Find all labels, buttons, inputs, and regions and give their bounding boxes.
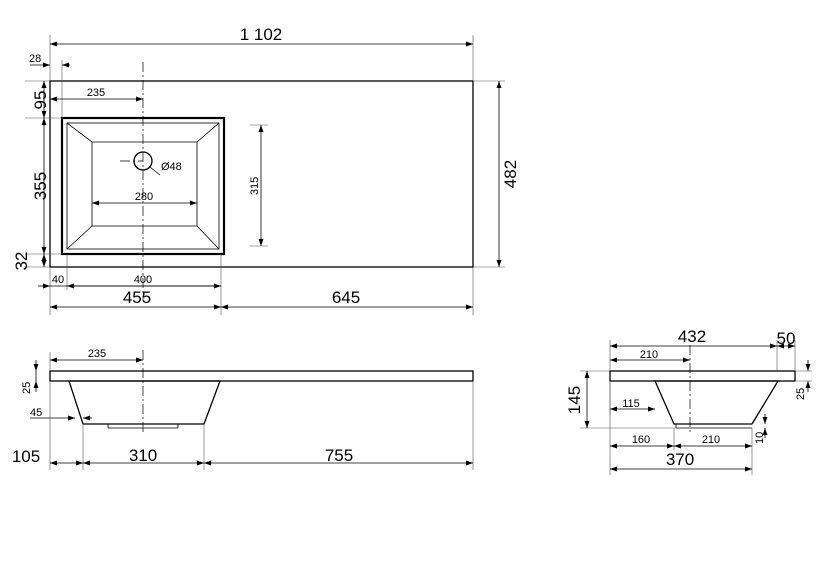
bowl-corner-line — [66, 122, 93, 143]
dim-edge-32: 32 — [12, 252, 31, 271]
dim-center-235-front: 235 — [88, 348, 106, 360]
dim-bowl-355: 355 — [31, 172, 50, 200]
side-view: 432 50 210 145 115 25 160 210 10 — [565, 327, 812, 475]
dim-top-length: 1 102 — [240, 25, 283, 44]
bowl-bottom — [91, 141, 198, 227]
dim-offset-28: 28 — [29, 53, 41, 65]
dim-bowl-400: 400 — [134, 274, 152, 286]
dim-side-25: 25 — [795, 388, 807, 400]
dim-side-145: 145 — [565, 386, 584, 414]
dim-angle-45: 45 — [30, 407, 42, 419]
dim-side-10: 10 — [754, 432, 766, 444]
leader-line — [149, 166, 161, 176]
dim-side-210-top: 210 — [640, 349, 658, 361]
dim-bowl-part-455: 455 — [123, 288, 151, 307]
bowl-corner-line — [196, 225, 220, 250]
dim-shelf-645: 645 — [332, 288, 360, 307]
dim-front-310: 310 — [129, 446, 157, 465]
bowl-corner-line — [66, 225, 93, 250]
dim-front-755: 755 — [325, 446, 353, 465]
countertop-outline — [49, 80, 474, 268]
plan-view: 1 102 28 235 95 355 32 482 Ø48 280 — [12, 25, 520, 315]
front-bowl-profile — [68, 380, 221, 425]
dim-side-210-bottom: 210 — [702, 434, 720, 446]
side-slab — [609, 370, 796, 382]
dim-front-105: 105 — [12, 447, 40, 466]
dim-edge-95: 95 — [31, 91, 50, 110]
dim-side-115: 115 — [622, 398, 640, 410]
dim-thickness-25-front: 25 — [21, 382, 33, 394]
bowl-corner-line — [196, 122, 220, 143]
dim-depth-482: 482 — [501, 160, 520, 188]
front-slab — [49, 370, 474, 382]
side-bowl-profile — [654, 380, 780, 425]
dim-side-432: 432 — [678, 327, 706, 346]
dim-drain-diameter: Ø48 — [161, 161, 182, 173]
dim-bowl-inner-280: 280 — [135, 191, 153, 203]
dim-center-235-top: 235 — [87, 87, 105, 99]
front-view: 235 25 45 105 310 755 — [12, 348, 474, 470]
dim-bowl-inner-315: 315 — [249, 177, 261, 195]
dim-offset-40: 40 — [52, 274, 64, 286]
dim-side-160: 160 — [632, 434, 650, 446]
dim-side-370: 370 — [666, 450, 694, 469]
dim-side-50: 50 — [777, 329, 796, 348]
